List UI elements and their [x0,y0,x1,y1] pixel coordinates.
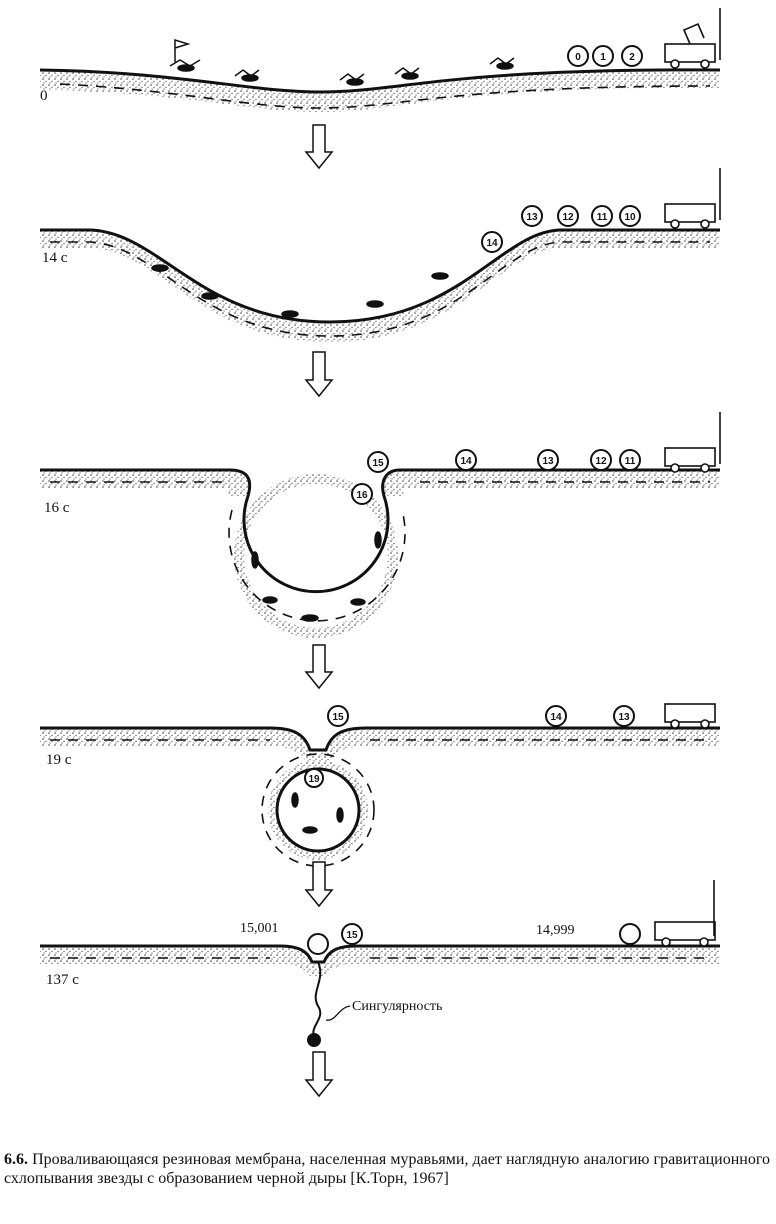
membrane-surface [39,68,721,94]
singularity-thread [312,961,322,1037]
figure-caption: 6.6. Проваливающаяся резиновая мембрана,… [4,1150,770,1188]
membrane-surface [40,228,720,324]
ball: 13 [521,205,543,227]
svg-text:19: 19 [308,774,320,785]
time-label: 137 с [46,972,79,988]
ball: 15 [327,705,349,727]
time-label: 19 с [46,752,72,768]
svg-text:1: 1 [600,52,606,63]
ball: 10 [619,205,641,227]
membrane-band-right [382,470,720,496]
membrane-collapse-diagram: 0 0 1 2 [39,8,721,1098]
flag-icon [174,38,191,62]
membrane-surface [40,468,720,594]
time-label: 16 с [44,500,70,516]
down-arrow-icon [304,351,334,398]
svg-text:0: 0 [575,52,581,63]
cart-icon [654,880,716,947]
svg-text:11: 11 [625,456,636,467]
stage-0: 0 0 1 2 [39,8,721,112]
caption-text: Проваливающаяся резиновая мембрана, насе… [4,1151,770,1187]
membrane-band [40,69,720,112]
membrane-band [40,946,720,976]
flow-dashes [261,753,375,867]
ball: 13 [613,705,635,727]
ball: 14 [545,705,567,727]
flow-dashes [228,509,406,622]
ants [169,57,515,86]
ball: 14 [455,449,477,471]
down-arrow-icon [304,1051,334,1098]
svg-text:11: 11 [597,212,608,223]
ball: 12 [557,205,579,227]
flow-dashes [59,83,711,109]
singularity-point [307,1033,321,1047]
ball: 15 [367,451,389,473]
singularity-label: Сингулярность [352,999,442,1014]
svg-text:14: 14 [486,238,498,249]
ball: 11 [591,205,613,227]
ball: 0 [567,45,589,67]
svg-text:13: 13 [618,712,630,723]
svg-text:14: 14 [460,456,472,467]
svg-text:15: 15 [332,712,344,723]
svg-text:15: 15 [372,458,384,469]
ball: 16 [351,483,373,505]
down-arrow-icon [304,644,334,690]
down-arrow-icon [304,861,334,908]
singularity-leader-line [325,1005,351,1021]
svg-text:12: 12 [595,456,607,467]
svg-text:15: 15 [346,930,358,941]
ball: 2 [621,45,643,67]
ball: 11 [619,449,641,471]
ants [151,264,449,318]
svg-text:16: 16 [356,490,368,501]
flow-dashes [50,241,710,337]
stage-19s: 19 с 15 14 13 19 [40,703,720,867]
down-arrow-icon [304,124,334,170]
svg-text:12: 12 [562,212,574,223]
ball: 1 [592,45,614,67]
svg-text:2: 2 [629,52,635,63]
membrane-band [40,728,720,762]
left-ball-value: 15,001 [240,921,279,936]
time-label: 0 [40,88,48,104]
ants [291,792,344,834]
stage-14s: 14 с 13 12 11 10 14 [40,168,721,342]
time-label: 14 с [42,250,68,266]
ball: 12 [590,449,612,471]
membrane-band [40,230,720,342]
ball-right [619,923,641,945]
caption-number: 6.6. [4,1151,28,1168]
membrane-surface [40,726,720,752]
ball: 15 [341,923,363,945]
cart-icon [664,703,716,729]
membrane-band-left [40,470,250,496]
ants [251,531,382,622]
stage-16s: 16 с 15 14 13 12 11 16 [40,412,721,638]
svg-text:10: 10 [624,212,636,223]
cart-icon [664,412,721,473]
ball: 19 [304,768,324,788]
svg-text:13: 13 [526,212,538,223]
stage-137s: Сингулярность 137 с 15,001 15 14,999 [40,880,720,1047]
cart-icon [664,8,721,69]
svg-text:14: 14 [550,712,562,723]
ball: 13 [537,449,559,471]
ball-left [307,933,329,955]
ball: 14 [481,231,503,253]
cart-icon [664,168,721,229]
right-ball-value: 14,999 [536,923,575,938]
svg-text:13: 13 [542,456,554,467]
